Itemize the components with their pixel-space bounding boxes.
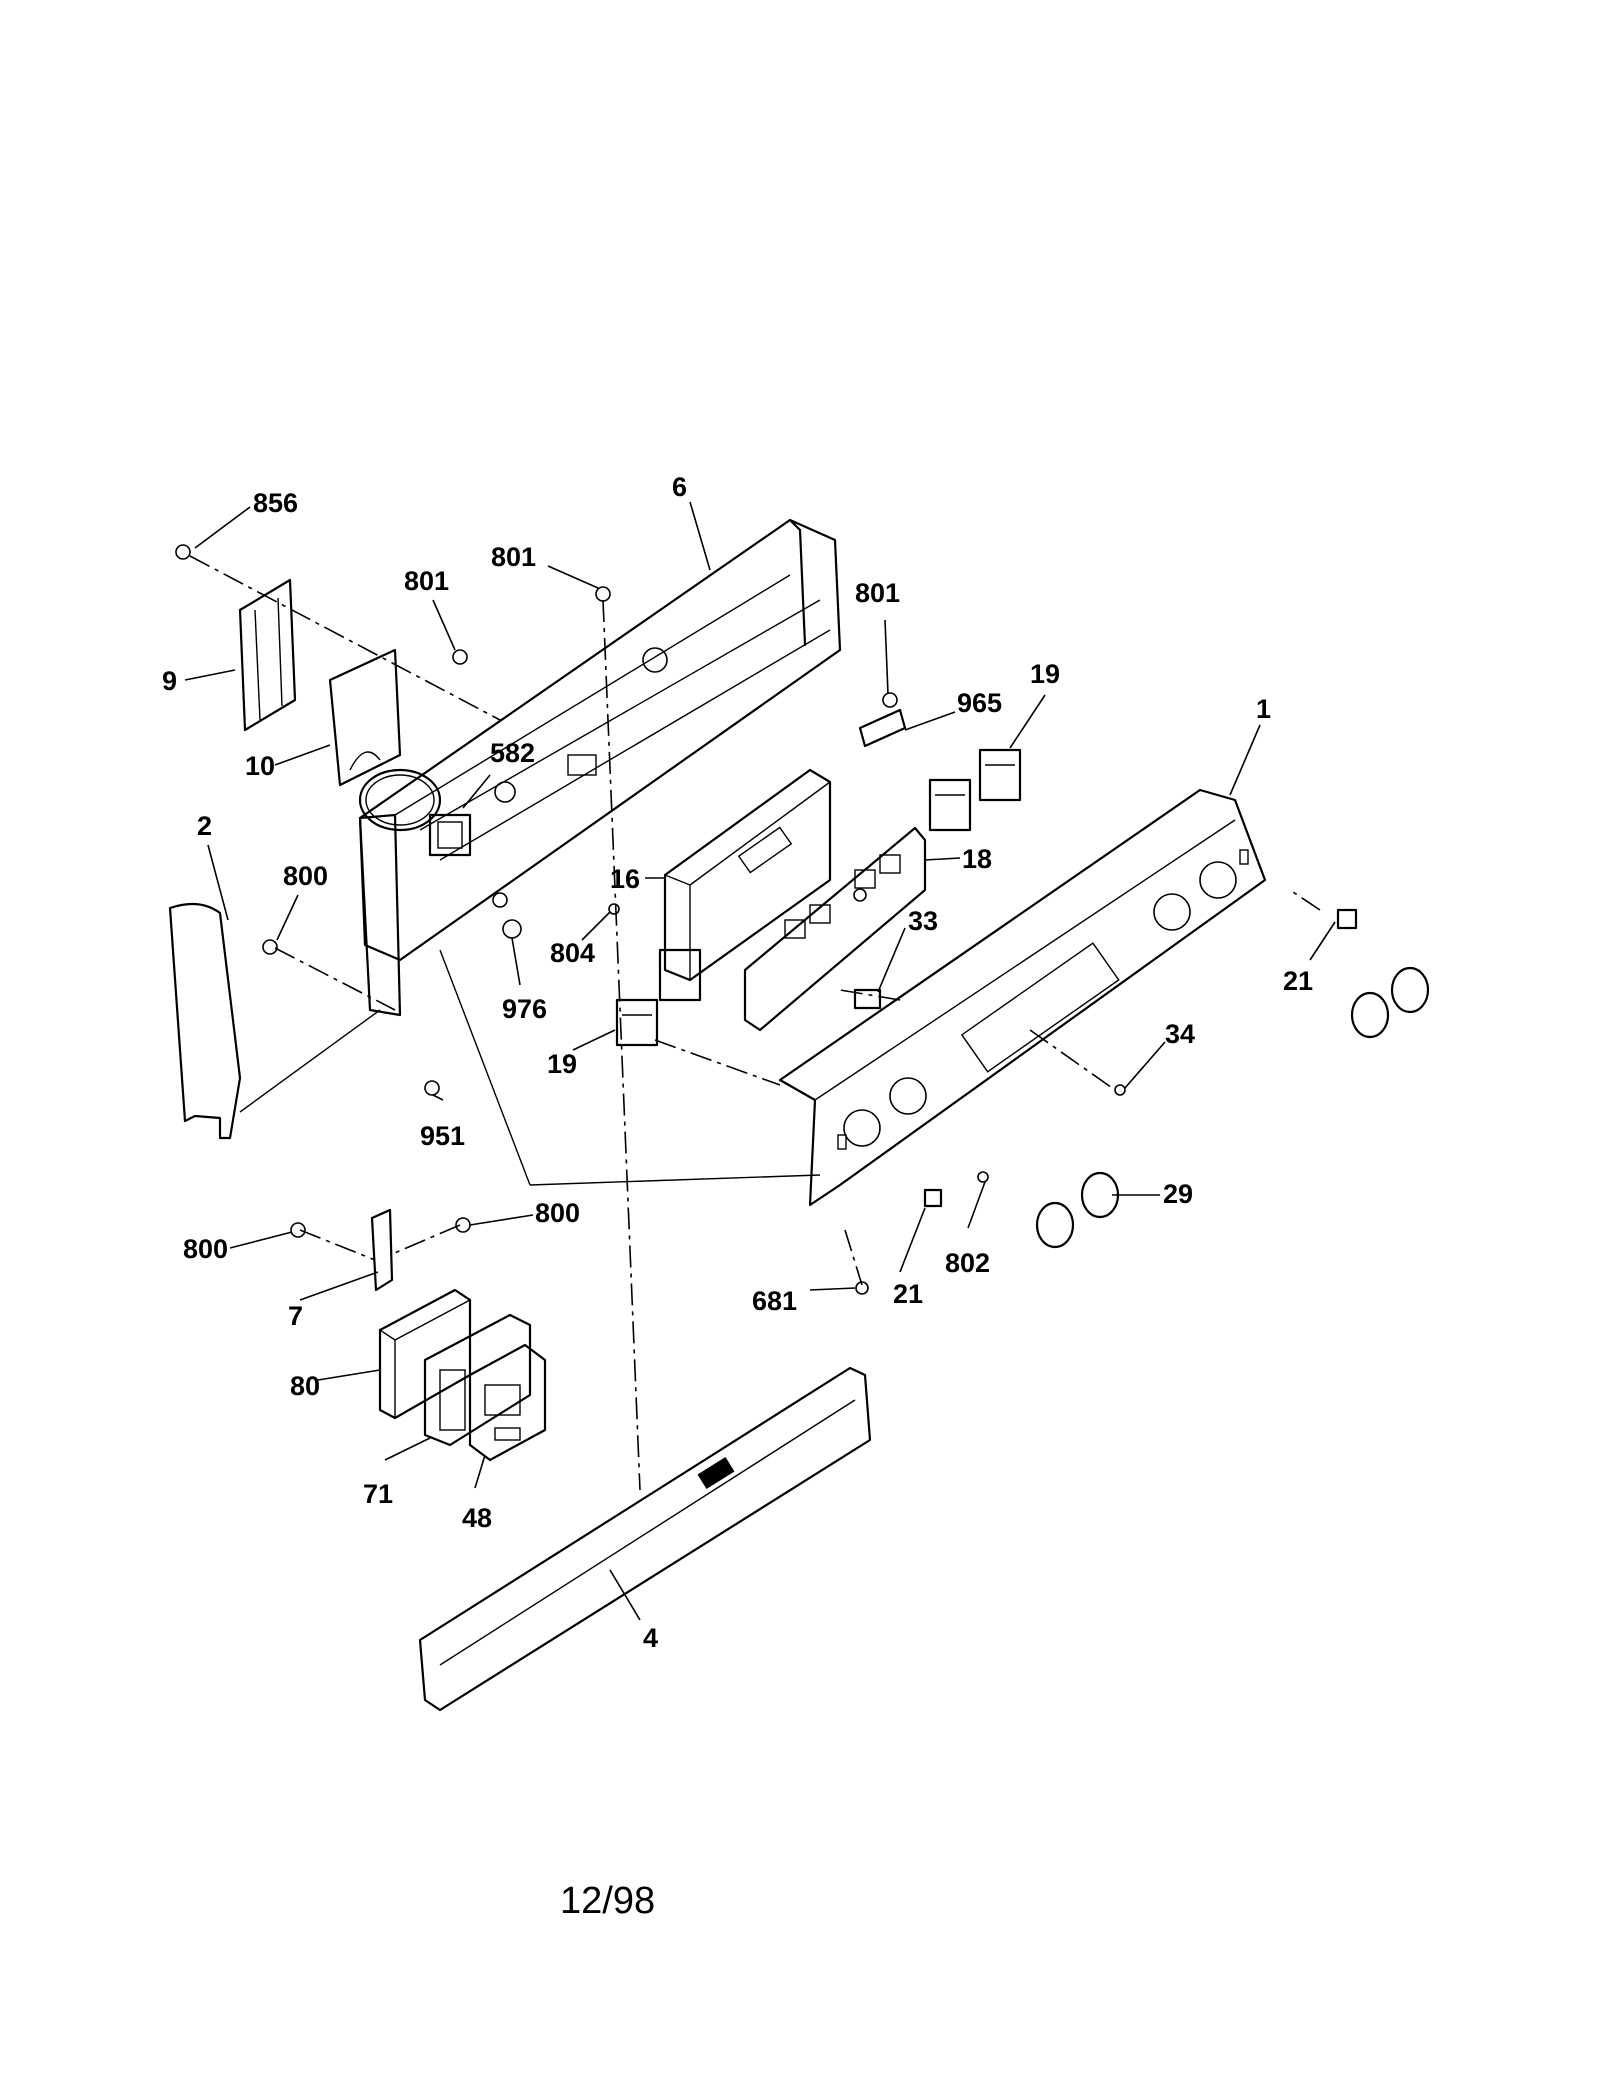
leader-lines bbox=[184, 501, 1336, 1621]
assembly-lines bbox=[189, 555, 1321, 1491]
callout-4: 4 bbox=[643, 1623, 658, 1653]
part-33-switch bbox=[853, 988, 882, 1010]
part-19-upper-switches bbox=[928, 748, 1022, 832]
part-16-electronic-control bbox=[658, 768, 832, 1002]
callout-681: 681 bbox=[752, 1286, 797, 1316]
callout-6: 6 bbox=[672, 472, 687, 502]
callout-800-left: 800 bbox=[183, 1234, 228, 1264]
callout-801-left: 801 bbox=[404, 566, 449, 596]
part-71-board bbox=[423, 1313, 532, 1447]
callout-7: 7 bbox=[288, 1301, 303, 1331]
callout-582: 582 bbox=[490, 738, 535, 768]
callout-19-lower: 19 bbox=[547, 1049, 577, 1079]
callout-856: 856 bbox=[253, 488, 298, 518]
callout-16: 16 bbox=[610, 864, 640, 894]
callout-976: 976 bbox=[502, 994, 547, 1024]
part-21-clips bbox=[923, 908, 1358, 1208]
callout-33: 33 bbox=[908, 906, 938, 936]
callout-2: 2 bbox=[197, 811, 212, 841]
revision-date: 12/98 bbox=[560, 1880, 656, 1922]
part-7-bracket bbox=[370, 1208, 394, 1292]
callout-labels: 856 6 801 801 801 9 965 19 1 10 582 2 16… bbox=[162, 472, 1313, 1653]
part-18-overlay bbox=[743, 826, 927, 1032]
part-2-side-trim bbox=[168, 902, 242, 1140]
fasteners bbox=[175, 544, 1126, 1295]
callout-802: 802 bbox=[945, 1248, 990, 1278]
callout-19-upper: 19 bbox=[1030, 659, 1060, 689]
callout-804: 804 bbox=[550, 938, 595, 968]
callout-801-middle: 801 bbox=[491, 542, 536, 572]
part-19-lower-switch bbox=[615, 998, 659, 1047]
callout-80: 80 bbox=[290, 1371, 320, 1401]
callout-18: 18 bbox=[962, 844, 992, 874]
callout-800-upper: 800 bbox=[283, 861, 328, 891]
part-582-wire-harness bbox=[358, 768, 472, 857]
part-29-knobs bbox=[1035, 966, 1430, 1249]
callout-800-right: 800 bbox=[535, 1198, 580, 1228]
callout-34: 34 bbox=[1165, 1019, 1195, 1049]
callout-21-right: 21 bbox=[1283, 966, 1313, 996]
callout-801-right: 801 bbox=[855, 578, 900, 608]
part-1-control-panel bbox=[778, 788, 1267, 1207]
part-10-cover-plate bbox=[328, 648, 402, 787]
callout-29: 29 bbox=[1163, 1179, 1193, 1209]
part-9-side-bracket bbox=[238, 578, 297, 732]
callout-9: 9 bbox=[162, 666, 177, 696]
callout-965: 965 bbox=[957, 688, 1002, 718]
part-965-bracket-clip bbox=[858, 708, 907, 748]
callout-71: 71 bbox=[363, 1479, 393, 1509]
part-6-rear-panel-bracket bbox=[358, 518, 842, 1017]
callout-951: 951 bbox=[420, 1121, 465, 1151]
part-4-trim-rail bbox=[418, 1366, 872, 1712]
callout-1: 1 bbox=[1256, 694, 1271, 724]
part-48-display bbox=[468, 1343, 547, 1462]
callout-48: 48 bbox=[462, 1503, 492, 1533]
callout-21-lower: 21 bbox=[893, 1279, 923, 1309]
callout-10: 10 bbox=[245, 751, 275, 781]
